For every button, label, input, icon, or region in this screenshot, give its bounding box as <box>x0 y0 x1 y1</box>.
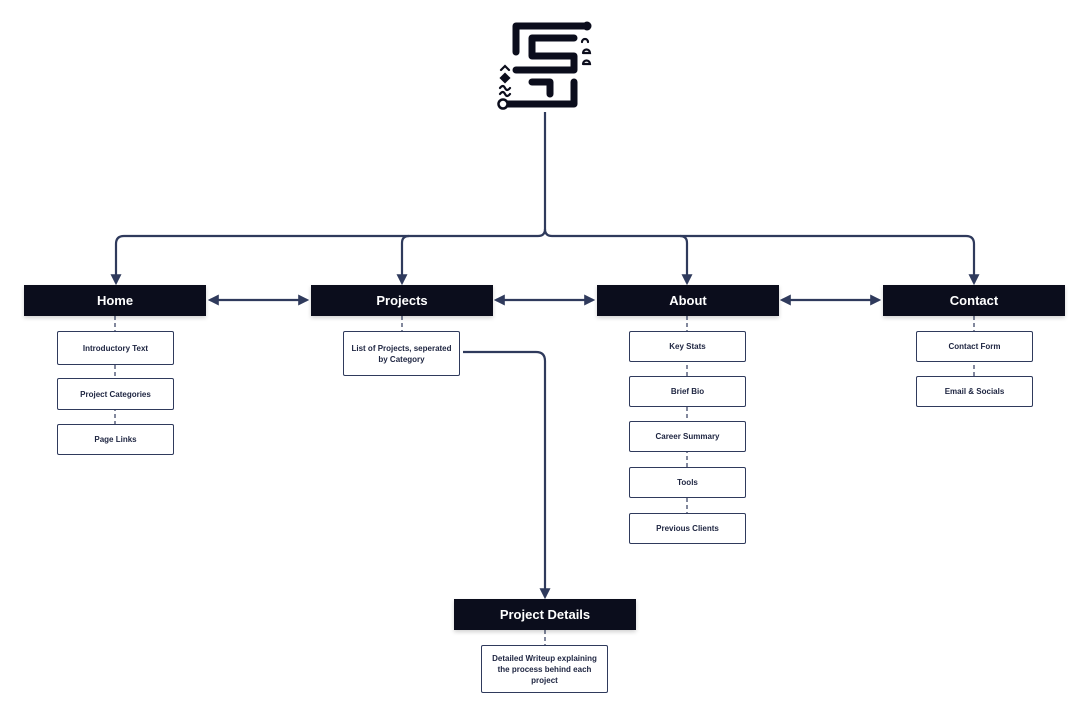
about-item-tools[interactable]: Tools <box>629 467 746 498</box>
about-item-brief-bio[interactable]: Brief Bio <box>629 376 746 407</box>
ssd-monogram-icon <box>497 21 592 110</box>
page-label-home: Home <box>96 293 134 308</box>
page-node-home[interactable]: Home <box>24 285 206 316</box>
about-item-previous-clients[interactable]: Previous Clients <box>629 513 746 544</box>
about-item-career-summary[interactable]: Career Summary <box>629 421 746 452</box>
page-node-projects[interactable]: Projects <box>311 285 493 316</box>
projects-item-list[interactable]: List of Projects, seperated by Category <box>343 331 460 376</box>
page-node-about[interactable]: About <box>597 285 779 316</box>
contact-item-email-socials[interactable]: Email & Socials <box>916 376 1033 407</box>
home-item-introductory-text[interactable]: Introductory Text <box>57 331 174 365</box>
project-details-item-writeup[interactable]: Detailed Writeup explaining the process … <box>481 645 608 693</box>
branch-about-down <box>679 234 693 286</box>
page-label-about: About <box>669 293 707 308</box>
home-item-page-links[interactable]: Page Links <box>57 424 174 455</box>
trunk-connector <box>110 112 547 286</box>
home-item-project-categories[interactable]: Project Categories <box>57 378 174 410</box>
branch-projects <box>543 228 980 286</box>
page-node-project-details[interactable]: Project Details <box>454 599 636 630</box>
page-label-projects: Projects <box>376 293 428 308</box>
contact-item-contact-form[interactable]: Contact Form <box>916 331 1033 362</box>
page-label-project-details: Project Details <box>499 607 591 622</box>
about-item-key-stats[interactable]: Key Stats <box>629 331 746 362</box>
page-label-contact: Contact <box>949 293 999 308</box>
page-node-contact[interactable]: Contact <box>883 285 1065 316</box>
branch-projects-down <box>396 234 410 286</box>
arrow-to-project-details <box>463 350 551 600</box>
